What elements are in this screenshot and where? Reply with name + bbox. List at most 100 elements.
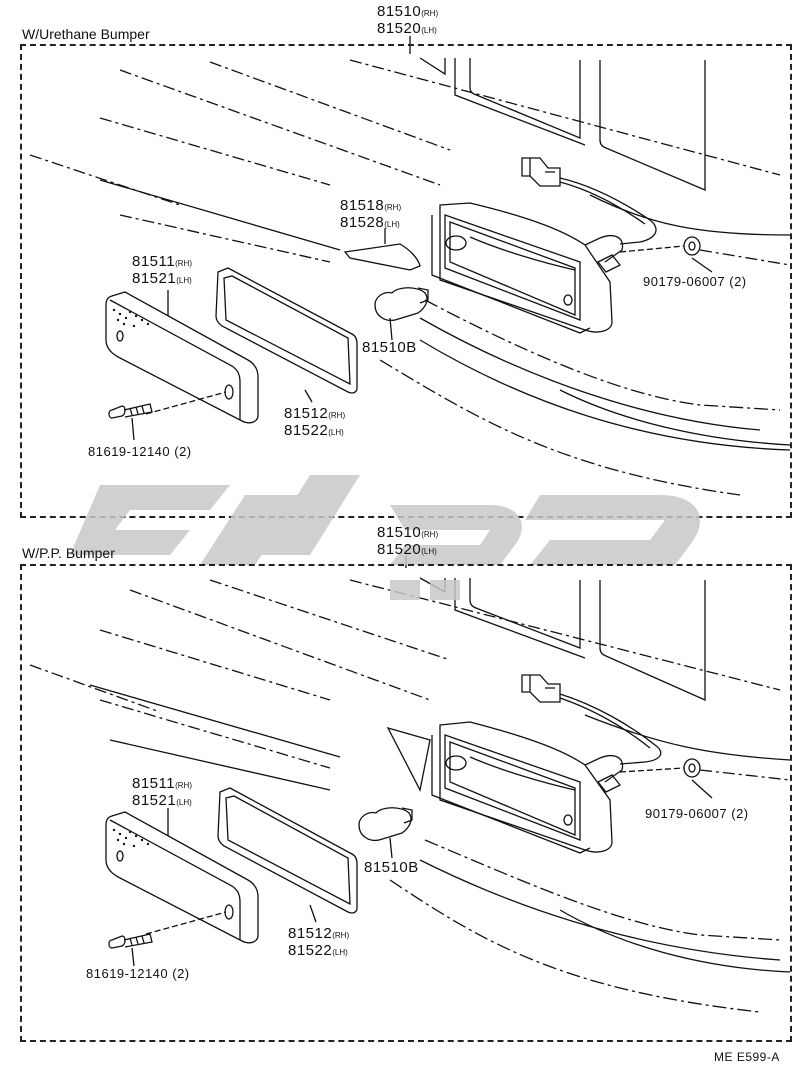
part-number-rh: 81512 [288, 925, 333, 942]
connector [521, 674, 561, 703]
lamp-housing [431, 215, 591, 334]
part-number-rh: 81510 [377, 524, 422, 541]
part-number-lh: 81520 [377, 20, 422, 37]
body-line [559, 909, 791, 973]
part-number-lh: 81522 [288, 942, 333, 959]
lamp-housing [469, 236, 576, 271]
side-tag-rh: (RH) [421, 9, 439, 18]
body-line [119, 69, 441, 186]
leader-line [309, 904, 317, 923]
nut [683, 236, 701, 256]
window-frame [469, 578, 581, 649]
lamp-housing [444, 214, 581, 321]
figure-code: ME E599-A [714, 1050, 780, 1064]
lens [105, 811, 259, 944]
window-frame [599, 60, 706, 191]
part-number-lens: 81511(RH) 81521(LH) [132, 254, 192, 288]
screw [123, 933, 153, 948]
body-line [119, 214, 331, 263]
body-line [109, 739, 331, 791]
body-line [389, 879, 761, 1013]
lamp-housing [444, 734, 581, 841]
side-tag-rh: (RH) [332, 931, 350, 940]
body-line [99, 117, 331, 186]
side-tag-lh: (LH) [176, 798, 192, 807]
lens [109, 299, 241, 420]
lamp-socket [596, 774, 622, 793]
leader-line [389, 317, 393, 341]
nut [688, 241, 696, 251]
lamp-socket [584, 755, 624, 783]
gasket [223, 275, 351, 386]
side-tag-rh: (RH) [421, 530, 439, 539]
body-line [419, 859, 781, 961]
part-number-lh: 81521 [132, 270, 177, 287]
part-number-rh: 81512 [284, 405, 329, 422]
part-number-screw: 81619-12140 (2) [86, 966, 190, 981]
bumper-edge [386, 726, 431, 792]
gasket [225, 795, 351, 906]
lamp-socket [596, 254, 622, 273]
window-frame [469, 58, 581, 139]
lamp-housing [449, 221, 576, 316]
part-number-lh: 81521 [132, 792, 177, 809]
part-number-rh: 81510 [377, 3, 422, 20]
leader-line [619, 245, 685, 253]
wire [559, 181, 646, 225]
side-tag-rh: (RH) [175, 781, 192, 790]
connector [521, 157, 561, 187]
lamp-mount-hole [563, 814, 573, 826]
wire [559, 697, 651, 749]
part-number-nut: 90179-06007 (2) [645, 806, 749, 821]
body-line [699, 249, 791, 266]
bulb [401, 807, 413, 824]
window-frame [419, 57, 446, 76]
side-tag-lh: (LH) [328, 428, 344, 437]
side-tag-lh: (LH) [332, 948, 348, 957]
lens [109, 819, 241, 940]
part-number-lh: 81522 [284, 422, 329, 439]
section-title-urethane: W/Urethane Bumper [22, 26, 150, 42]
side-tag-lh: (LH) [421, 26, 437, 35]
part-number-lamp-assy: 81510(RH) 81520(LH) [377, 4, 438, 38]
leader-line [389, 837, 393, 859]
nut [688, 763, 696, 773]
lens [105, 291, 259, 424]
lens-hole [224, 384, 234, 400]
body-line [589, 194, 791, 236]
screw [129, 935, 145, 946]
body-line [209, 579, 451, 661]
side-tag-lh: (LH) [384, 220, 400, 229]
leader-line [145, 391, 227, 415]
part-number-screw: 81619-12140 (2) [88, 444, 192, 459]
socket-cover [343, 243, 421, 271]
part-number-lens: 81511(RH) 81521(LH) [132, 776, 192, 810]
lens-texture [112, 308, 150, 848]
wire [559, 693, 662, 765]
body-line [99, 699, 331, 769]
part-number-gasket: 81512(RH) 81522(LH) [284, 406, 345, 440]
lamp-bulb-socket [445, 755, 467, 771]
side-tag-rh: (RH) [175, 259, 192, 268]
part-number-rh: 81511 [132, 253, 176, 270]
lens-hole [116, 330, 124, 342]
body-line [29, 664, 161, 713]
part-number-gasket: 81512(RH) 81522(LH) [288, 926, 349, 960]
body-line [349, 59, 781, 176]
part-number-socket: 81518(RH) 81528(LH) [340, 198, 401, 232]
body-line [424, 299, 781, 411]
window-frame [599, 580, 706, 702]
body-line [209, 61, 451, 151]
lamp-housing [439, 202, 613, 333]
leader-line [145, 911, 227, 935]
leader-line [691, 779, 713, 799]
part-number-lh: 81520 [377, 541, 422, 558]
screw [123, 403, 153, 418]
part-number-lamp-assy: 81510(RH) 81520(LH) [377, 525, 438, 559]
part-number-rh: 81511 [132, 775, 176, 792]
body-line [99, 179, 341, 251]
part-number-nut: 90179-06007 (2) [643, 274, 747, 289]
body-line [129, 589, 431, 701]
side-tag-lh: (LH) [421, 547, 437, 556]
